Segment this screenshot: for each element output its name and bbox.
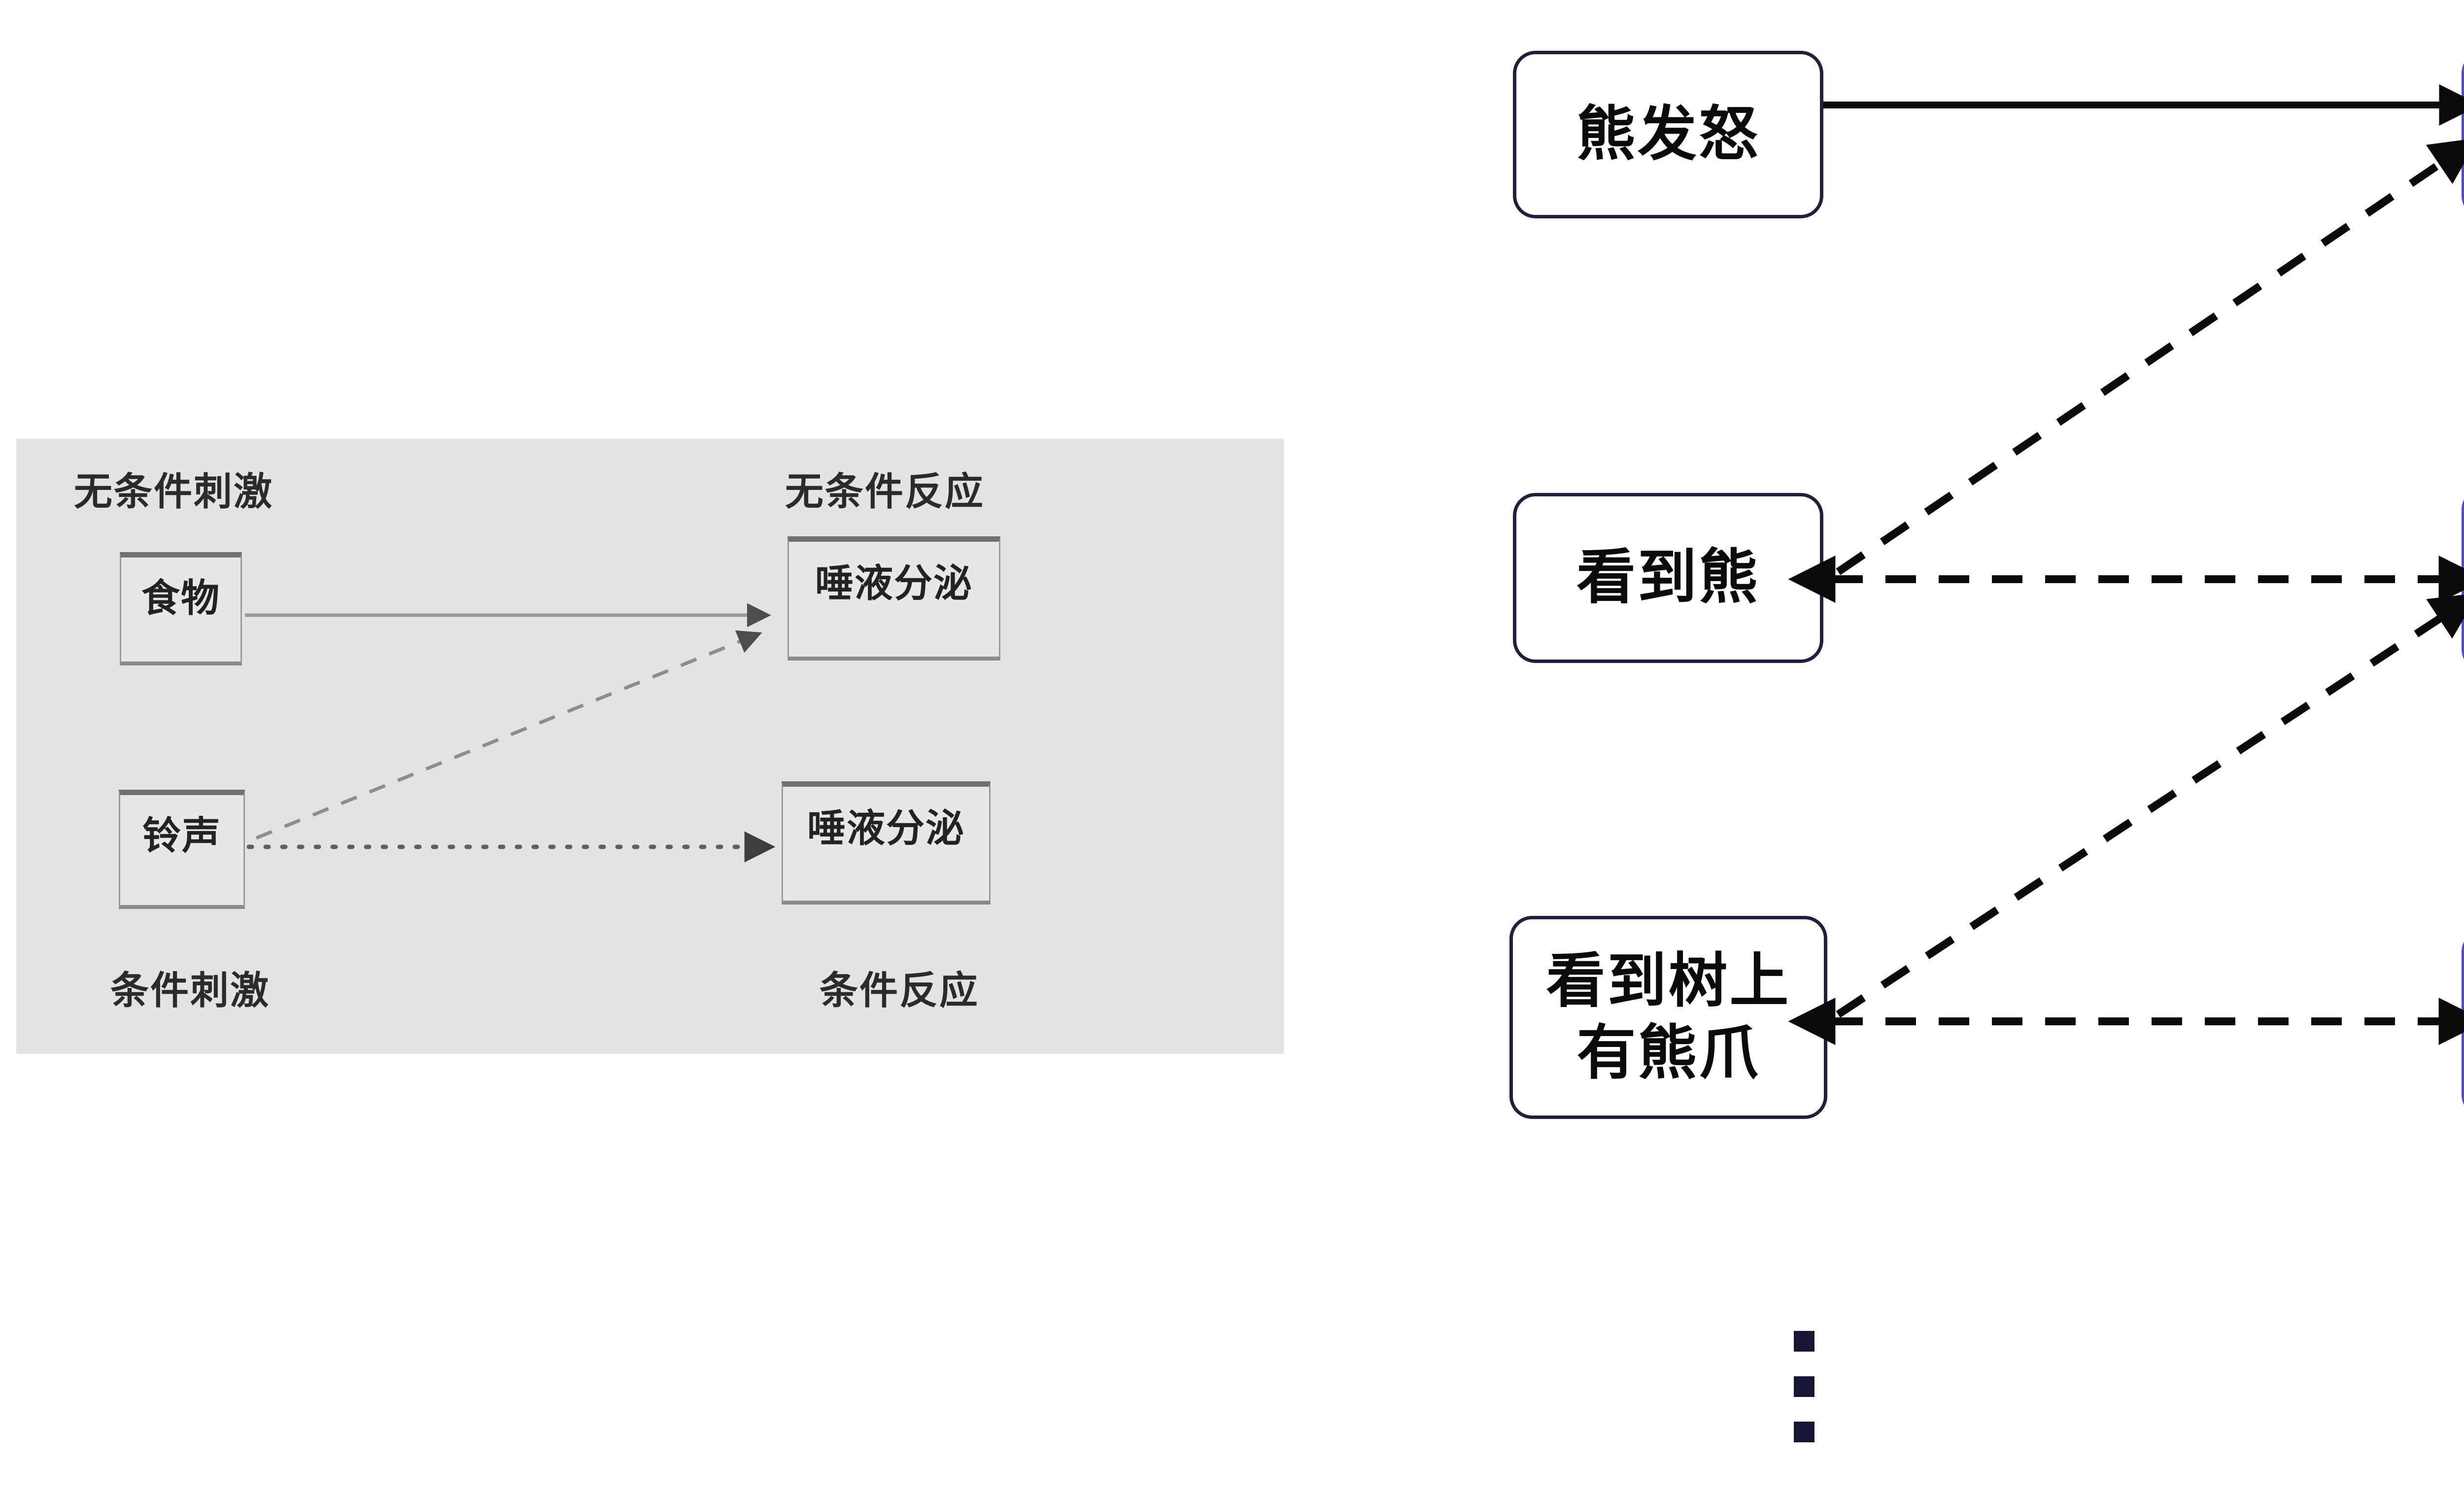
cc-box-salivation-conditioned-label: 唾液分泌 — [807, 806, 965, 851]
ellipsis-dot — [1794, 1331, 1814, 1352]
ellipsis-dot — [1794, 1422, 1814, 1442]
label-unconditioned-stimulus: 无条件刺激 — [74, 470, 274, 514]
rl-box-see-bear[interactable]: 看到熊 — [1513, 493, 1823, 663]
cc-box-food: 食物 — [120, 552, 242, 665]
arrow-see-bear-to-reward — [1836, 138, 2464, 575]
rl-box-see-claw[interactable]: 看到树上 有熊爪 — [1509, 916, 1827, 1119]
rl-box-see-bear-label: 看到熊 — [1576, 543, 1760, 612]
arrow-see-claw-to-value-next — [1836, 593, 2464, 1018]
ellipsis-dots-left-column — [1794, 1331, 1814, 1442]
label-conditioned-response: 条件反应 — [820, 969, 980, 1013]
cc-box-salivation-conditioned: 唾液分泌 — [782, 781, 991, 905]
classical-conditioning-panel — [16, 439, 1284, 1054]
label-conditioned-stimulus: 条件刺激 — [110, 969, 271, 1013]
cc-box-salivation-unconditioned: 唾液分泌 — [787, 536, 1000, 661]
cc-box-food-label: 食物 — [141, 576, 220, 621]
rl-box-bear-angry-label: 熊发怒 — [1576, 100, 1760, 169]
ellipsis-dot — [1794, 1376, 1814, 1397]
cc-box-bell-label: 铃声 — [142, 814, 221, 858]
arrow-bell-to-unconditioned-salivation — [255, 630, 762, 840]
rl-box-bear-angry[interactable]: 熊发怒 — [1513, 51, 1823, 218]
rl-box-see-claw-label: 看到树上 有熊爪 — [1546, 946, 1791, 1087]
cc-box-bell: 铃声 — [119, 790, 245, 909]
cc-box-salivation-unconditioned-label: 唾液分泌 — [815, 561, 973, 606]
label-unconditioned-response: 无条件反应 — [785, 470, 985, 514]
